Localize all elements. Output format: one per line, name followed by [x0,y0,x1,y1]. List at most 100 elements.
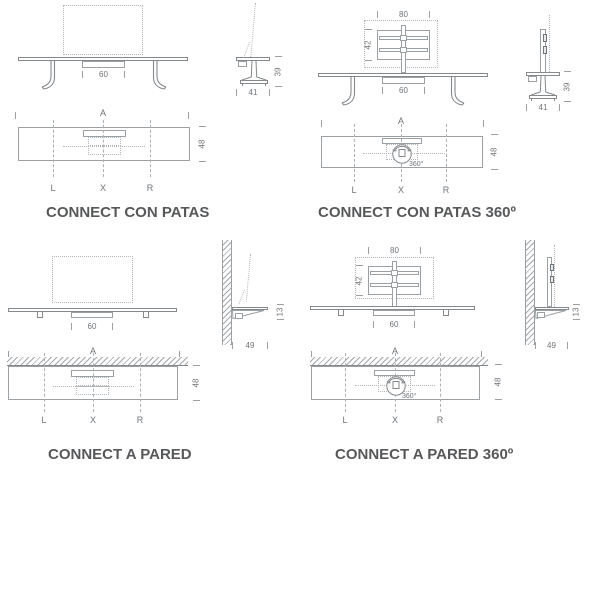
dim-bracket-width: 80 [368,246,421,255]
dim-height: 13 [571,304,581,320]
diagram-title: CONNECT A PARED [48,446,192,463]
tick [563,71,571,72]
wall-clip [338,310,344,316]
rotation-360-icon [386,376,406,396]
tick [494,364,502,365]
tabletop-side [236,57,270,61]
axis-line-right [150,120,151,177]
tick [364,60,372,61]
media-box [71,312,113,318]
dimension-label: 42 [363,40,372,50]
dim-height: 13 [275,304,285,320]
dimension-label: 60 [99,69,108,79]
media-box [373,310,415,316]
wall-clip [443,310,449,316]
tick [490,169,498,170]
media-box-top [382,138,422,144]
media-box-side [235,313,243,319]
dimension-label: 80 [390,245,399,255]
tick [483,120,484,127]
media-box-side [528,76,537,82]
bracket-joint [391,270,398,276]
axis-line-right [446,124,447,182]
dim-top-depth: 48 [197,126,207,162]
tick [368,247,369,254]
diagram-title: CONNECT CON PATAS [46,204,210,221]
diagram-connect-con-patas: 60 39 41 A L X R 48 CONNECT CON PATAS [0,0,300,240]
dimension-label: 49 [245,340,255,350]
diagram-connect-con-patas-360: 80 42 60 39 41 [300,0,600,240]
axis-line-center [93,353,94,412]
tick [429,11,430,18]
tick [355,265,363,266]
ref-a-label: A [391,346,399,356]
compartment-dotted [76,377,109,386]
tick [232,342,233,349]
dim-height: 39 [273,56,283,87]
tick [494,399,502,400]
dim-shelf-width: 60 [71,322,113,331]
ref-a-label: A [89,346,97,356]
tick [179,351,180,358]
tv-dotted-outline [52,256,133,303]
tick [267,342,268,349]
tick [535,342,536,349]
wall-hatch-top [310,357,488,366]
ref-l-label: L [342,415,348,425]
tick [424,87,425,94]
tick [377,11,378,18]
tick [236,89,237,96]
dimension-label: 41 [248,87,258,97]
tv-side-dotted-line [549,15,550,72]
media-box-side [537,312,545,318]
dim-top-depth: 48 [191,365,201,401]
tick [490,134,498,135]
tick [198,161,206,162]
ref-a-label: A [99,108,107,118]
table-leg-left [41,61,56,90]
table-leg-right [152,61,167,90]
bracket-joint [400,47,407,53]
shelf-side [535,307,569,310]
dim-height: 39 [562,71,572,102]
media-box-side [238,61,247,67]
diagram-connect-a-pared: 60 13 49 A L X R 48 CONNECT A PARED [0,240,300,480]
tick [276,319,284,320]
dimension-label: 39 [562,82,571,91]
tv-side-dotted-line [554,245,555,307]
tick [382,87,383,94]
tick [274,86,282,87]
tick [563,101,571,102]
ref-r-label: R [442,185,450,195]
dimension-label: 60 [389,319,399,329]
tick [364,29,372,30]
ref-l-label: L [50,183,56,193]
tick [274,56,282,57]
tick [112,323,113,330]
tabletop [18,57,188,61]
mount-hook [543,34,547,42]
tick [71,323,72,330]
media-box-top [83,130,126,137]
pedestal-leg [529,75,557,101]
dimension-label: 13 [275,307,284,317]
dimension-label: 39 [273,67,282,76]
axis-line-center [103,120,104,177]
tick [276,304,284,305]
dimension-label: 48 [197,139,206,149]
tick [414,321,415,328]
dimension-label: 60 [399,85,408,95]
dimension-label: 41 [538,102,548,112]
tabletop-side [526,72,560,76]
tick [311,351,312,358]
dim-top-depth: 48 [489,134,499,170]
ref-x-label: X [391,415,399,425]
center-dotted-line [63,146,145,147]
ref-x-label: X [89,415,97,425]
wall-hatch-top [7,357,188,366]
axis-line-left [53,120,54,177]
ref-r-label: R [146,183,154,193]
tick [420,247,421,254]
mount-hook [550,264,554,271]
